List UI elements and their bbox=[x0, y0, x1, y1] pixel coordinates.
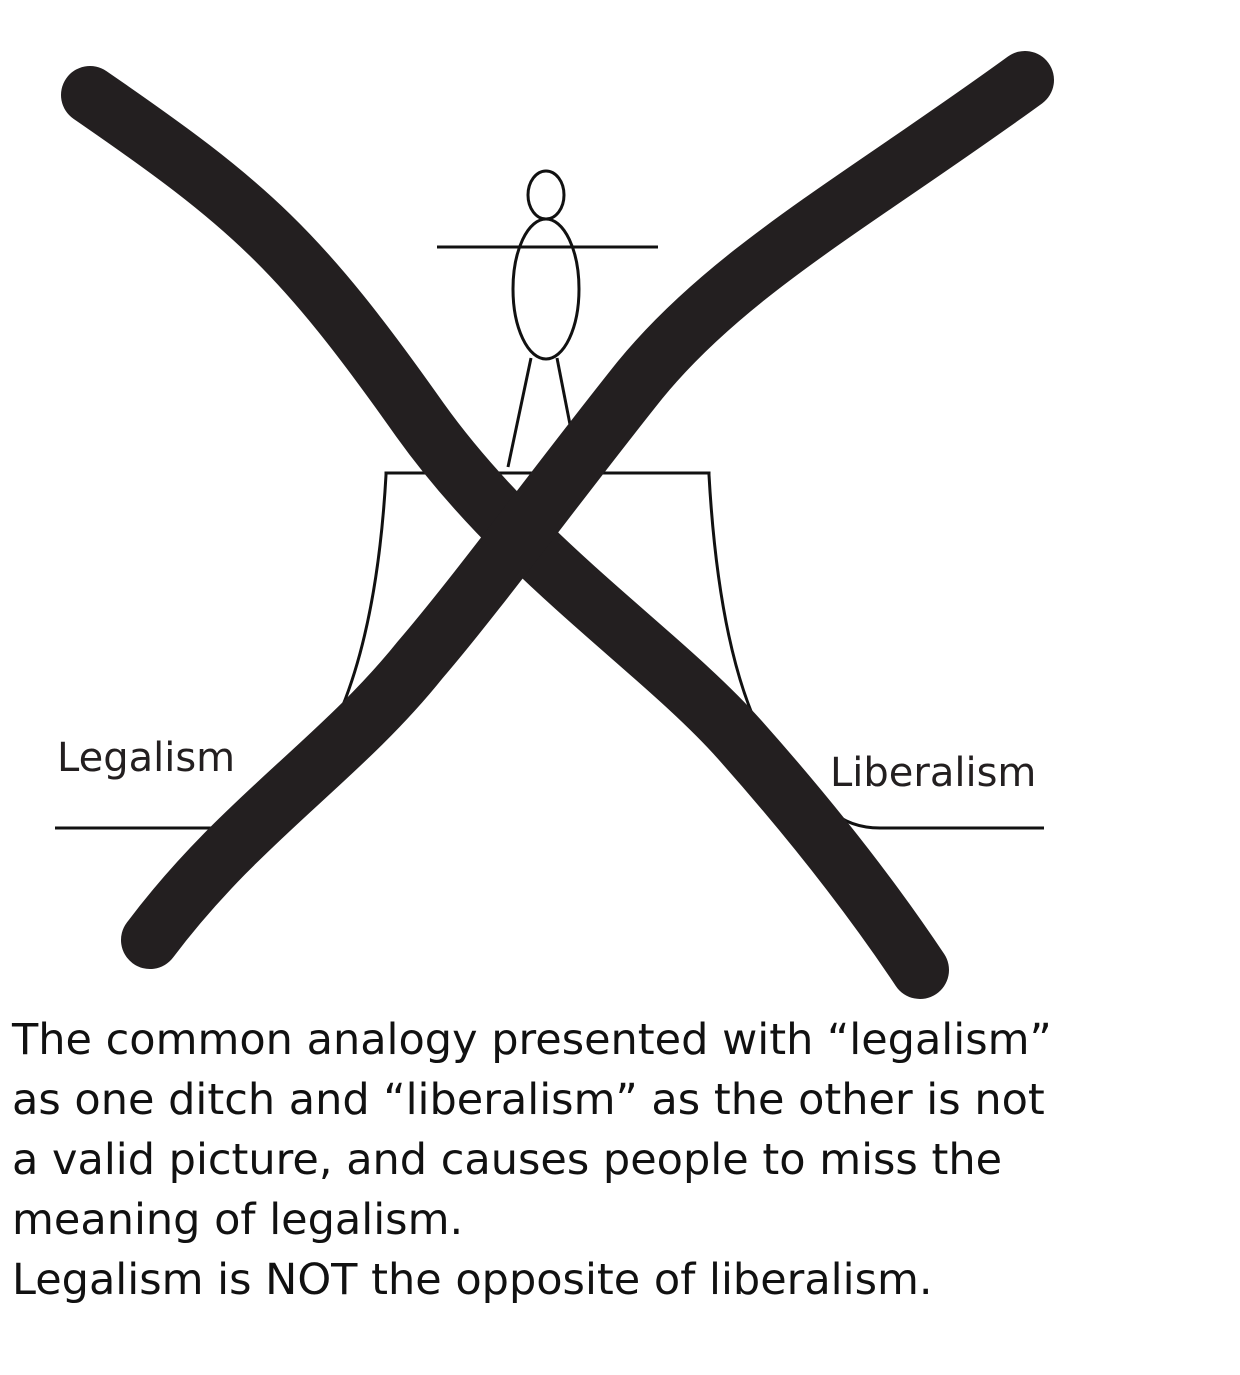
x-stroke-2 bbox=[121, 51, 1054, 969]
cross-out-x bbox=[61, 51, 1054, 999]
liberalism-label: Liberalism bbox=[830, 750, 1036, 796]
legalism-label: Legalism bbox=[57, 735, 235, 781]
right-ground-line bbox=[828, 808, 1044, 830]
caption: The common analogy presented with “legal… bbox=[12, 1010, 1212, 1310]
caption-line-4: meaning of legalism. bbox=[12, 1195, 464, 1245]
caption-line-1: The common analogy presented with “legal… bbox=[12, 1015, 1052, 1065]
caption-line-3: a valid picture, and causes people to mi… bbox=[12, 1135, 1003, 1185]
stick-figure bbox=[437, 169, 658, 468]
crossed-out-road-diagram: Legalism Liberalism bbox=[55, 51, 1054, 999]
figure-head bbox=[526, 169, 566, 221]
x-stroke-1 bbox=[61, 66, 949, 999]
figure-left-leg bbox=[506, 357, 533, 468]
caption-line-2: as one ditch and “liberalism” as the oth… bbox=[12, 1075, 1045, 1125]
caption-line-5: Legalism is NOT the opposite of liberali… bbox=[12, 1255, 933, 1305]
figure-body bbox=[511, 217, 581, 361]
